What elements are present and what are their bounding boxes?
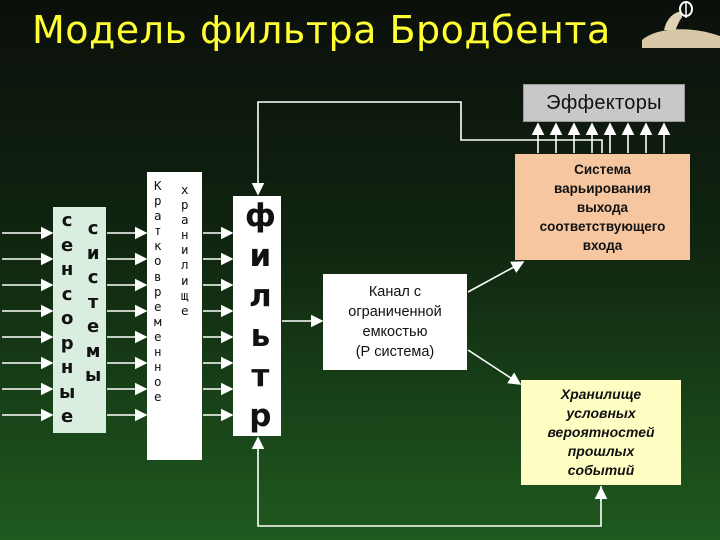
storage-line: событий	[567, 462, 635, 478]
storage-letter: н	[181, 227, 189, 243]
system-line: выхода	[576, 199, 629, 215]
filter-letter: р	[249, 398, 272, 434]
sensor-letter: с	[87, 267, 99, 288]
filter-letter: и	[249, 238, 272, 274]
channel-line: емкостью	[362, 324, 428, 340]
storage-letter: х	[181, 182, 189, 197]
storage-letter: м	[154, 313, 162, 329]
channel-line: ограниченной	[348, 304, 442, 320]
storage-letter: е	[154, 298, 162, 314]
sensor-letter: о	[60, 308, 74, 329]
storage-letter: к	[154, 238, 162, 254]
storage-letter: р	[181, 197, 189, 213]
storage-letter: а	[181, 212, 189, 228]
storage-letter: е	[181, 302, 189, 318]
filter-box: ф и л ь т р	[233, 196, 281, 436]
storage-letter: р	[154, 193, 162, 209]
storage-line: прошлых	[567, 443, 635, 459]
storage-letter: о	[154, 253, 162, 269]
storage-letter: е	[154, 389, 162, 405]
sensor-letter: ы	[59, 381, 76, 403]
storage-letter: е	[154, 328, 162, 344]
storage-letter: в	[154, 268, 162, 284]
filter-letter: л	[249, 278, 272, 314]
probability-storage-box: Хранилище условных вероятностей прошлых …	[521, 380, 681, 485]
effectors-label: Эффекторы	[546, 91, 662, 114]
sensor-letter: е	[61, 234, 74, 256]
sensor-letter: н	[60, 259, 74, 280]
storage-letter: р	[154, 283, 162, 299]
storage-letter: и	[181, 272, 189, 288]
storage-letter: т	[154, 223, 162, 239]
sensor-letter: с	[61, 210, 73, 231]
sensor-letter: с	[87, 218, 99, 239]
channel-line: Канал с	[368, 284, 422, 300]
storage-line: вероятностей	[547, 424, 655, 440]
hand-logo-icon	[642, 1, 720, 48]
sensor-letter: р	[60, 332, 74, 354]
system-line: входа	[582, 237, 623, 253]
system-line: варьирования	[554, 180, 651, 196]
channel-line: (Р система)	[355, 344, 435, 360]
sensor-letter: с	[61, 283, 73, 305]
sensor-letter: е	[61, 406, 74, 427]
storage-letter: н	[154, 344, 162, 360]
effectors-box: Эффекторы	[523, 84, 685, 122]
sensor-letter: и	[86, 242, 100, 264]
storage-letter: щ	[181, 287, 189, 303]
output-system-box: Система варьирования выхода соответствую…	[515, 154, 690, 260]
limited-channel-box: Канал с ограниченной емкостью (Р система…	[323, 274, 467, 370]
system-line: Система	[574, 161, 631, 177]
sensor-letter: е	[87, 316, 100, 337]
sensor-letter: м	[85, 340, 101, 362]
page-title: Модель фильтра Бродбента	[32, 8, 611, 52]
storage-letter: а	[154, 208, 162, 224]
storage-letter: л	[181, 257, 189, 273]
storage-line: условных	[566, 405, 636, 421]
storage-letter: о	[154, 374, 162, 390]
storage-line: Хранилище	[560, 386, 642, 402]
storage-letter: К	[154, 178, 162, 193]
storage-letter: н	[154, 359, 162, 375]
storage-letter: и	[181, 242, 189, 258]
filter-letter: ь	[250, 318, 271, 354]
sensor-letter: т	[87, 291, 99, 313]
sensor-letter: н	[60, 357, 74, 378]
filter-letter: т	[251, 358, 270, 394]
system-line: соответствующего	[539, 218, 666, 234]
short-term-storage-box: К р а т к о в р е м е н н о е х р а н и …	[147, 172, 202, 460]
sensory-systems-box: с е н с о р н ы е с и с т е м ы	[53, 207, 106, 433]
filter-letter: ф	[245, 198, 276, 234]
sensor-letter: ы	[85, 365, 102, 386]
